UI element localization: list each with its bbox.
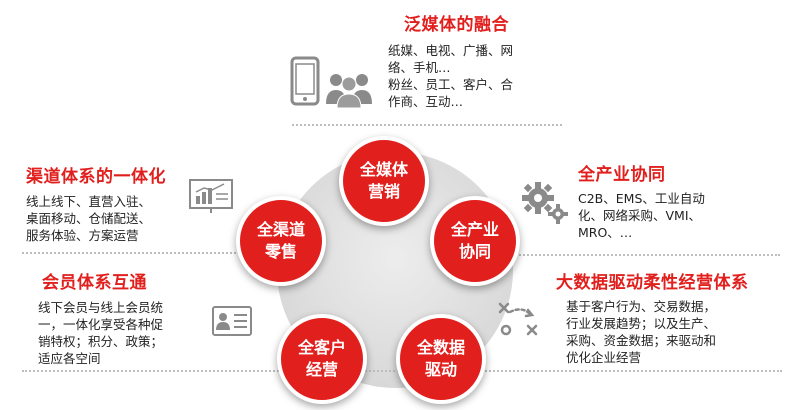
- channel-section-title: 渠道体系的一体化: [26, 167, 166, 187]
- member-line-2: 一，一体化享受各种促: [38, 317, 164, 332]
- node-industry-line-1: 全产业: [450, 220, 499, 239]
- channel-line-3: 服务体验、方案运营: [26, 228, 139, 243]
- node-channel-line-2: 零售: [264, 242, 297, 261]
- media-line-4: 作商、互动…: [388, 94, 464, 109]
- industry-line-2: 化、网络采购、VMI、: [578, 208, 702, 223]
- media-line-3: 粉丝、员工、客户、合: [388, 77, 514, 92]
- node-data-line-2: 驱动: [424, 360, 457, 379]
- media-section-title: 泛媒体的融合: [404, 15, 509, 35]
- channel-line-1: 线上线下、直营入驻、: [26, 194, 152, 209]
- node-channel-line-1: 全渠道: [256, 220, 305, 239]
- member-line-1: 线下会员与线上会员统: [38, 300, 164, 315]
- node-all-channel-retail: 全渠道 零售: [236, 196, 326, 286]
- media-section-text: 纸媒、电视、广播、网 络、手机… 粉丝、员工、客户、合 作商、互动…: [388, 42, 513, 110]
- node-customer-line-1: 全客户: [297, 338, 346, 357]
- chart-board-icon: [189, 179, 233, 213]
- gears-icon: [522, 182, 568, 224]
- node-customer-line-2: 经营: [305, 360, 338, 379]
- separator-right: [512, 254, 780, 256]
- industry-line-1: C2B、EMS、工业自动: [578, 191, 705, 206]
- bigdata-line-2: 行业发展趋势；以及生产、: [566, 316, 717, 331]
- bigdata-line-4: 优化企业经营: [566, 350, 642, 365]
- channel-line-2: 桌面移动、仓储配送、: [26, 211, 152, 226]
- id-card-icon: [212, 306, 252, 336]
- member-section-text: 线下会员与线上会员统 一，一体化享受各种促 销特权；积分、政策； 适应各空间: [38, 299, 163, 367]
- node-all-data-driven: 全数据 驱动: [396, 314, 486, 404]
- node-data-line-1: 全数据: [416, 338, 465, 357]
- smartphone-icon: [290, 56, 320, 106]
- member-line-4: 适应各空间: [38, 351, 101, 366]
- bigdata-section-text: 基于客户行为、交易数据， 行业发展趋势；以及生产、 采购、资金数据；来驱动和 优…: [566, 298, 716, 366]
- node-industry-line-2: 协同: [458, 242, 491, 261]
- member-section-title: 会员体系互通: [42, 273, 147, 293]
- industry-line-3: MRO、…: [578, 225, 633, 240]
- node-all-industry-collab: 全产业 协同: [430, 196, 520, 286]
- media-line-1: 纸媒、电视、广播、网: [388, 43, 514, 58]
- bigdata-section-title: 大数据驱动柔性经营体系: [556, 273, 749, 293]
- industry-section-title: 全产业协同: [578, 165, 666, 185]
- strategy-icon: [498, 302, 538, 336]
- separator-top: [292, 124, 562, 126]
- member-line-3: 销特权；积分、政策；: [38, 334, 164, 349]
- industry-section-text: C2B、EMS、工业自动 化、网络采购、VMI、 MRO、…: [578, 190, 705, 241]
- node-all-media-marketing: 全媒体 营销: [339, 136, 429, 226]
- people-icon: [326, 74, 372, 108]
- node-all-customer-management: 全客户 经营: [277, 314, 367, 404]
- node-media-line-2: 营销: [367, 182, 400, 201]
- channel-section-text: 线上线下、直营入驻、 桌面移动、仓储配送、 服务体验、方案运营: [26, 193, 151, 244]
- node-media-line-1: 全媒体: [359, 160, 408, 179]
- bigdata-line-1: 基于客户行为、交易数据，: [566, 299, 717, 314]
- bigdata-line-3: 采购、资金数据；来驱动和: [566, 333, 717, 348]
- media-line-2: 络、手机…: [388, 60, 451, 75]
- separator-left: [22, 252, 280, 254]
